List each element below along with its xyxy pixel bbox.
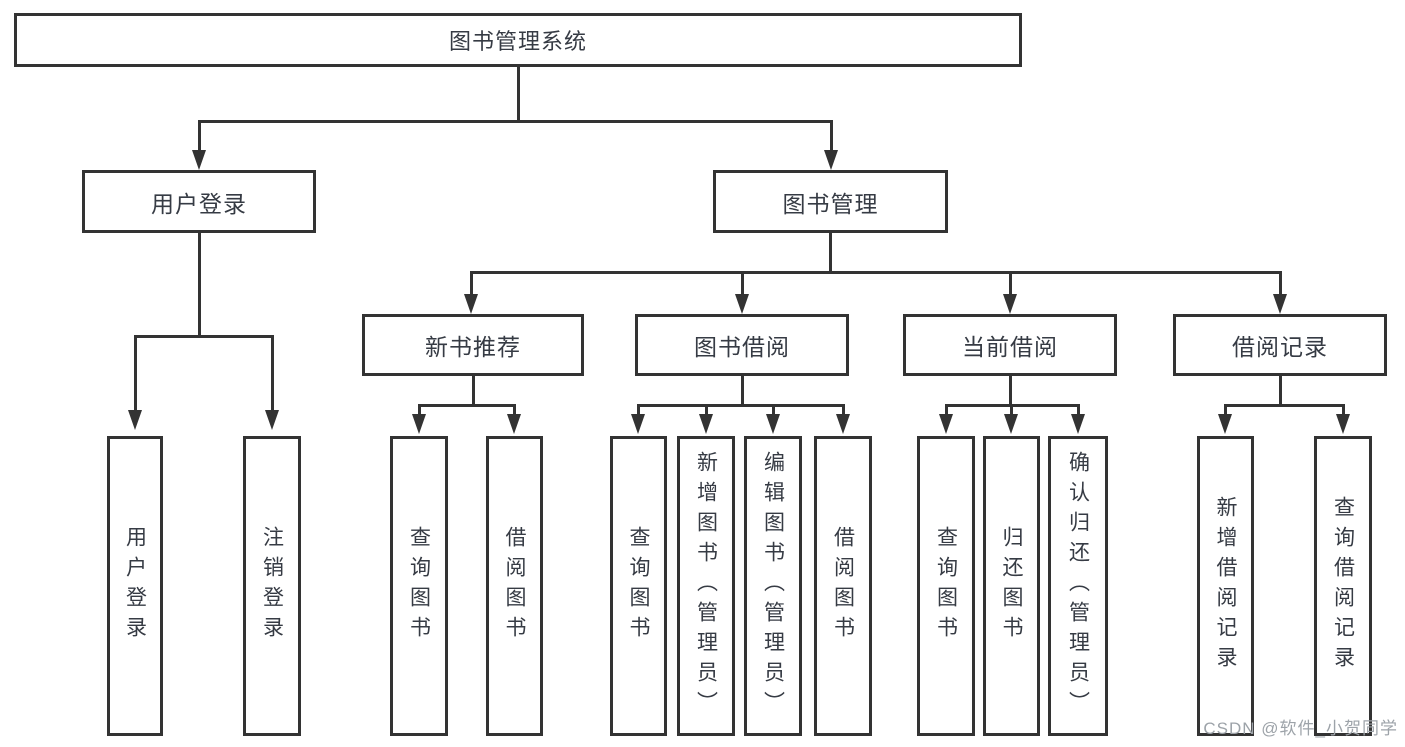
arrow-down-icon — [939, 414, 953, 434]
leaf-search-books-1: 查询图书 — [390, 436, 448, 736]
connector-line — [1009, 404, 1013, 414]
arrow-down-icon — [1004, 414, 1018, 434]
leaf-edit-books-admin: 编辑图书（管理员） — [744, 436, 802, 736]
connector-line — [133, 334, 274, 338]
leaf-add-borrow-record: 新增借阅记录 — [1197, 436, 1254, 736]
watermark: CSDN @软件_小贺同学 — [1203, 719, 1398, 738]
connector-line — [740, 271, 744, 294]
connector-line — [1076, 404, 1080, 414]
arrow-down-icon — [836, 414, 850, 434]
node-book-borrow: 图书借阅 — [635, 314, 849, 376]
arrow-down-icon — [1273, 294, 1287, 314]
connector-line — [471, 374, 475, 406]
connector-line — [512, 404, 516, 414]
connector-line — [636, 403, 845, 407]
connector-line — [270, 335, 274, 410]
connector-line — [944, 404, 948, 414]
node-borrow-record: 借阅记录 — [1173, 314, 1387, 376]
connector-line — [1278, 271, 1282, 294]
connector-line — [197, 231, 201, 337]
connector-line — [704, 404, 708, 414]
node-new-book-recommend: 新书推荐 — [362, 314, 584, 376]
arrow-down-icon — [766, 414, 780, 434]
connector-line — [771, 404, 775, 414]
connector-line — [1008, 374, 1012, 406]
arrow-down-icon — [631, 414, 645, 434]
connector-line — [197, 119, 833, 123]
node-label: 图书借阅 — [694, 334, 790, 360]
arrow-down-icon — [464, 294, 478, 314]
arrow-down-icon — [507, 414, 521, 434]
connector-line — [1341, 404, 1345, 414]
node-label: 当前借阅 — [962, 334, 1058, 360]
connector-line — [841, 404, 845, 414]
arrow-down-icon — [824, 150, 838, 170]
connector-line — [1278, 374, 1282, 406]
leaf-logout: 注销登录 — [243, 436, 301, 736]
leaf-add-books-admin: 新增图书（管理员） — [677, 436, 735, 736]
leaf-borrow-books-2: 借阅图书 — [814, 436, 872, 736]
leaf-search-borrow-record: 查询借阅记录 — [1314, 436, 1372, 736]
node-current-borrow: 当前借阅 — [903, 314, 1117, 376]
leaf-search-books-3: 查询图书 — [917, 436, 975, 736]
arrow-down-icon — [1336, 414, 1350, 434]
connector-line — [469, 270, 1282, 274]
connector-line — [417, 403, 516, 407]
leaf-confirm-return-admin: 确认归还（管理员） — [1048, 436, 1108, 736]
connector-line — [516, 65, 520, 122]
arrow-down-icon — [265, 410, 279, 430]
leaf-borrow-books-1: 借阅图书 — [486, 436, 543, 736]
connector-line — [1223, 404, 1227, 414]
node-label: 借阅记录 — [1232, 334, 1328, 360]
node-label: 用户登录 — [151, 190, 247, 217]
node-book-management: 图书管理 — [713, 170, 948, 233]
arrow-down-icon — [1003, 294, 1017, 314]
arrow-down-icon — [1071, 414, 1085, 434]
node-label: 新书推荐 — [425, 334, 521, 360]
leaf-user-login: 用户登录 — [107, 436, 163, 736]
connector-line — [636, 404, 640, 414]
connector-line — [740, 374, 744, 406]
connector-line — [1008, 271, 1012, 294]
connector-line — [197, 120, 201, 150]
arrow-down-icon — [412, 414, 426, 434]
arrow-down-icon — [192, 150, 206, 170]
connector-line — [828, 231, 832, 274]
leaf-return-books: 归还图书 — [983, 436, 1040, 736]
node-library-system: 图书管理系统 — [14, 13, 1022, 67]
arrow-down-icon — [735, 294, 749, 314]
connector-line — [133, 335, 137, 410]
connector-line — [829, 120, 833, 150]
node-label: 图书管理系统 — [448, 29, 587, 54]
node-label: 图书管理 — [782, 190, 879, 217]
node-user-login: 用户登录 — [82, 170, 316, 233]
arrow-down-icon — [128, 410, 142, 430]
leaf-search-books-2: 查询图书 — [610, 436, 667, 736]
connector-line — [469, 271, 473, 294]
arrow-down-icon — [1218, 414, 1232, 434]
connector-line — [1223, 403, 1345, 407]
arrow-down-icon — [699, 414, 713, 434]
connector-line — [417, 404, 421, 414]
